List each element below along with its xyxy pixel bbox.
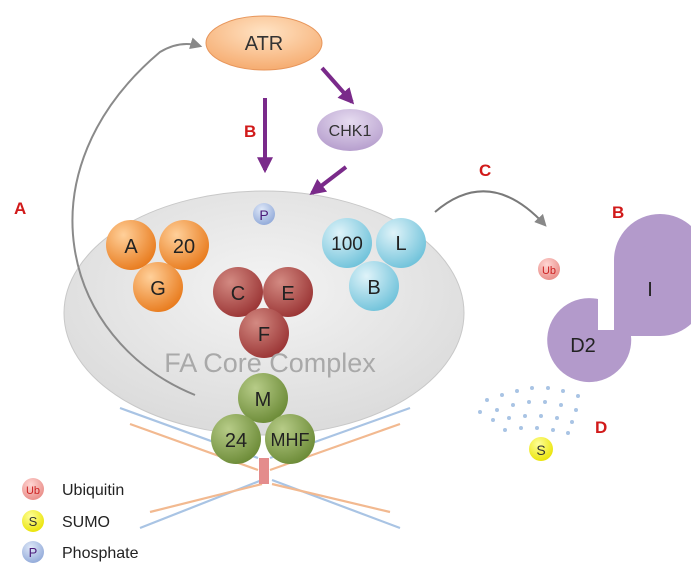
faap100-node xyxy=(322,218,372,268)
fanc-b-node xyxy=(349,261,399,311)
fanc-d2-label: D2 xyxy=(570,335,596,357)
fanc-l-node xyxy=(376,218,426,268)
fanc-g-node xyxy=(133,262,183,312)
ubiquitin-node xyxy=(538,258,560,280)
legend-sumo-icon xyxy=(22,510,44,532)
pathway-label-a: A xyxy=(14,199,26,218)
legend-phosphate-text: Phosphate xyxy=(62,545,139,562)
faap100-label: 100 xyxy=(331,234,363,255)
chk1-label: CHK1 xyxy=(329,123,372,140)
fanc-a-node xyxy=(106,220,156,270)
pathway-label-b-right: B xyxy=(612,203,624,222)
legend-sumo-text: SUMO xyxy=(62,514,110,531)
fanc-c-node xyxy=(213,267,263,317)
fanc-i-label: I xyxy=(647,279,653,301)
arrow-atr-to-chk1 xyxy=(320,66,355,105)
legend-phosphate-symbol: P xyxy=(29,545,38,560)
pathway-label-b-left: B xyxy=(244,122,256,141)
faap24-node xyxy=(211,414,261,464)
faap20-node xyxy=(159,220,209,270)
legend-ubiquitin-icon xyxy=(22,478,44,500)
legend-sumo-symbol: S xyxy=(29,514,38,529)
legend-ubiquitin-text: Ubiquitin xyxy=(62,482,124,499)
phosphate-top-label: P xyxy=(259,207,268,223)
mhf-label: MHF xyxy=(271,430,310,450)
sumo-node-label: S xyxy=(536,442,545,458)
fanc-f-label: F xyxy=(258,324,270,346)
chk1-node xyxy=(317,109,383,151)
fanc-l-label: L xyxy=(395,233,406,255)
fa-core-complex-label: FA Core Complex xyxy=(164,348,376,378)
fanc-g-label: G xyxy=(150,278,166,300)
fanc-e-label: E xyxy=(281,283,294,305)
atr-node xyxy=(205,15,323,71)
fanc-e-node xyxy=(263,267,313,317)
pathway-label-c: C xyxy=(479,161,491,180)
legend-ubiquitin-symbol: Ub xyxy=(26,485,40,497)
fanc-f-node xyxy=(239,308,289,358)
sumo-node xyxy=(529,437,553,461)
arrow-a-feedback xyxy=(71,37,203,396)
fanc-m-node xyxy=(238,373,288,423)
atr-label: ATR xyxy=(245,33,284,55)
faap24-label: 24 xyxy=(225,430,247,452)
dispersal-dots xyxy=(478,386,580,435)
ubiquitin-node-label: Ub xyxy=(542,265,556,277)
legend-phosphate-icon xyxy=(22,541,44,563)
dna-strands xyxy=(119,406,411,530)
pathway-label-d: D xyxy=(595,418,607,437)
mhf-node xyxy=(265,414,315,464)
faap20-label: 20 xyxy=(173,236,195,258)
fanc-c-label: C xyxy=(231,283,245,305)
fanc-b-label: B xyxy=(367,277,380,299)
arrow-c xyxy=(434,190,547,227)
phosphate-top xyxy=(253,203,275,225)
fanc-m-label: M xyxy=(255,389,272,411)
arrow-chk1-to-complex xyxy=(309,165,348,195)
fanc-a-label: A xyxy=(124,236,138,258)
